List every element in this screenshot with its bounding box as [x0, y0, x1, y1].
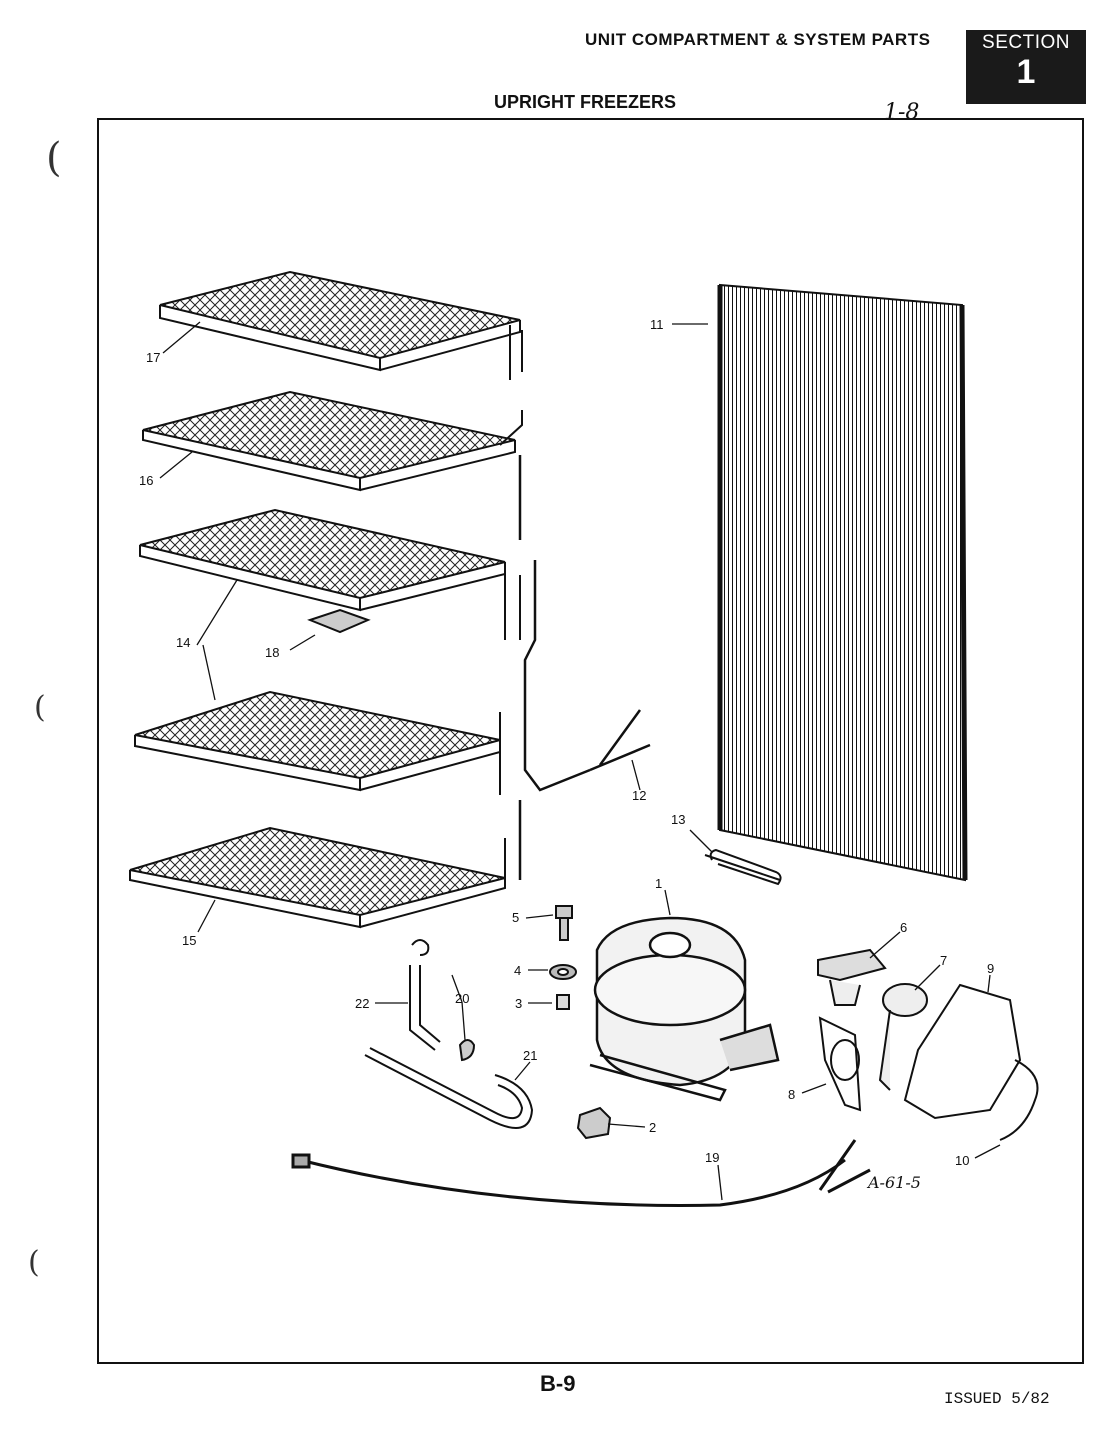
callout-12: 12	[632, 788, 646, 803]
drawing-note: A-61-5	[866, 1173, 921, 1192]
callout-labels: 1 2 3 4 5 6 7 8 9 10 11 12 13 14 15 16 1…	[139, 317, 994, 1192]
callout-21: 21	[523, 1048, 537, 1063]
diagram-frame	[97, 118, 1084, 1364]
callout-13: 13	[671, 812, 685, 827]
callout-7: 7	[940, 953, 947, 968]
callout-15: 15	[182, 933, 196, 948]
suction-line-tubing	[518, 455, 651, 880]
callout-4: 4	[514, 963, 521, 978]
callout-1: 1	[655, 876, 662, 891]
thermostat-clip-18	[307, 608, 371, 634]
callout-20: 20	[455, 991, 469, 1006]
binder-hole-mark-top: (	[46, 135, 62, 181]
callout-14: 14	[176, 635, 190, 650]
callout-22: 22	[355, 996, 369, 1011]
grommet-2	[576, 1106, 612, 1140]
callout-18: 18	[265, 645, 279, 660]
bale-clip-8	[818, 1016, 862, 1112]
callout-17: 17	[146, 350, 160, 365]
callout-9: 9	[987, 961, 994, 976]
tube-clamp-20	[411, 939, 476, 1062]
mounting-bolt-5	[555, 905, 573, 941]
filter-drier-13	[704, 848, 782, 886]
callout-19: 19	[705, 1150, 719, 1165]
terminal-cover-9	[903, 983, 1022, 1120]
evaporator-shelf-14-upper	[139, 508, 521, 640]
evaporator-shelf-15	[129, 826, 506, 929]
washer-4	[549, 964, 577, 980]
callout-16: 16	[139, 473, 153, 488]
discharge-tube-21	[364, 1047, 534, 1129]
sleeve-3	[556, 994, 570, 1010]
wiring-harness-19	[291, 1139, 871, 1207]
compressor-1	[589, 916, 780, 1102]
overload-protector-7	[878, 983, 928, 1091]
binder-hole-mark-bottom: (	[28, 1245, 40, 1280]
callout-2: 2	[649, 1120, 656, 1135]
issued-date: ISSUED 5/82	[944, 1390, 1050, 1408]
evaporator-shelf-16	[142, 390, 523, 492]
callout-8: 8	[788, 1087, 795, 1102]
binder-hole-mark-middle: (	[34, 690, 46, 725]
handwritten-note: 1-8	[884, 100, 920, 125]
section-number: 1	[1016, 53, 1036, 91]
diagram-subtitle: UPRIGHT FREEZERS	[494, 92, 677, 112]
callout-11: 11	[650, 317, 664, 332]
page-number: B-9	[540, 1371, 576, 1396]
callout-10: 10	[955, 1153, 969, 1168]
section-badge: SECTION 1	[966, 30, 1086, 104]
process-tube-22	[409, 965, 441, 1051]
callout-6: 6	[900, 920, 907, 935]
page-header-title: UNIT COMPARTMENT & SYSTEM PARTS	[585, 30, 931, 49]
callout-5: 5	[512, 910, 519, 925]
relay-6	[817, 948, 887, 1006]
section-label: SECTION	[982, 32, 1070, 53]
power-cord-lead-10	[999, 1059, 1039, 1141]
evaporator-shelf-14-lower	[134, 690, 501, 795]
callout-3: 3	[515, 996, 522, 1011]
callout-leader-lines	[159, 321, 1001, 1201]
evaporator-shelf-17	[159, 270, 523, 380]
condenser-coil-11	[717, 283, 968, 882]
